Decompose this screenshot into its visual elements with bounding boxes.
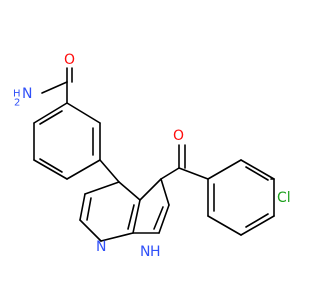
bond — [39, 110, 63, 125]
pyrrole-h-label: H — [150, 244, 161, 260]
bond — [160, 178, 170, 206]
molecule-structure: O H N 2 N H N O — [13, 52, 291, 260]
bond — [41, 81, 68, 94]
pyrrole-ring — [132, 178, 170, 234]
pyridine-n-label: N — [96, 239, 106, 255]
bond — [84, 181, 120, 195]
pyrrole-n-label: N — [140, 244, 150, 260]
bond — [207, 215, 242, 236]
chlorine-label: Cl — [277, 190, 291, 206]
bond — [132, 199, 141, 234]
bond — [178, 167, 209, 180]
bond — [127, 204, 135, 230]
molecule-canvas: O H N 2 N H N O — [13, 52, 291, 260]
bond — [86, 197, 92, 221]
bond — [153, 206, 164, 230]
bond — [79, 219, 102, 242]
bond — [118, 181, 141, 201]
amide-n-label: N — [22, 86, 32, 102]
bond — [33, 159, 68, 180]
bond — [99, 159, 120, 183]
bond — [39, 158, 63, 173]
pyridine-ring — [79, 181, 141, 242]
bond — [160, 167, 180, 180]
bond — [158, 204, 170, 234]
amide-group — [41, 67, 73, 104]
amide-2-label: 2 — [14, 98, 20, 109]
bond — [79, 193, 86, 221]
chlorophenyl-ring — [207, 159, 275, 236]
ketone-oxygen-label: O — [173, 128, 184, 144]
bond — [207, 159, 242, 180]
bond — [240, 215, 275, 236]
amide-oxygen-label: O — [64, 52, 75, 68]
bond — [245, 213, 269, 228]
ketone-group — [160, 144, 209, 180]
bond — [245, 166, 269, 181]
bond — [240, 159, 275, 180]
benzamide-ring — [33, 102, 101, 180]
amide-h-label: H — [13, 89, 21, 100]
bond — [66, 102, 101, 124]
bond — [66, 159, 101, 180]
bond — [100, 232, 134, 242]
bond — [139, 178, 162, 201]
bond — [33, 102, 68, 124]
